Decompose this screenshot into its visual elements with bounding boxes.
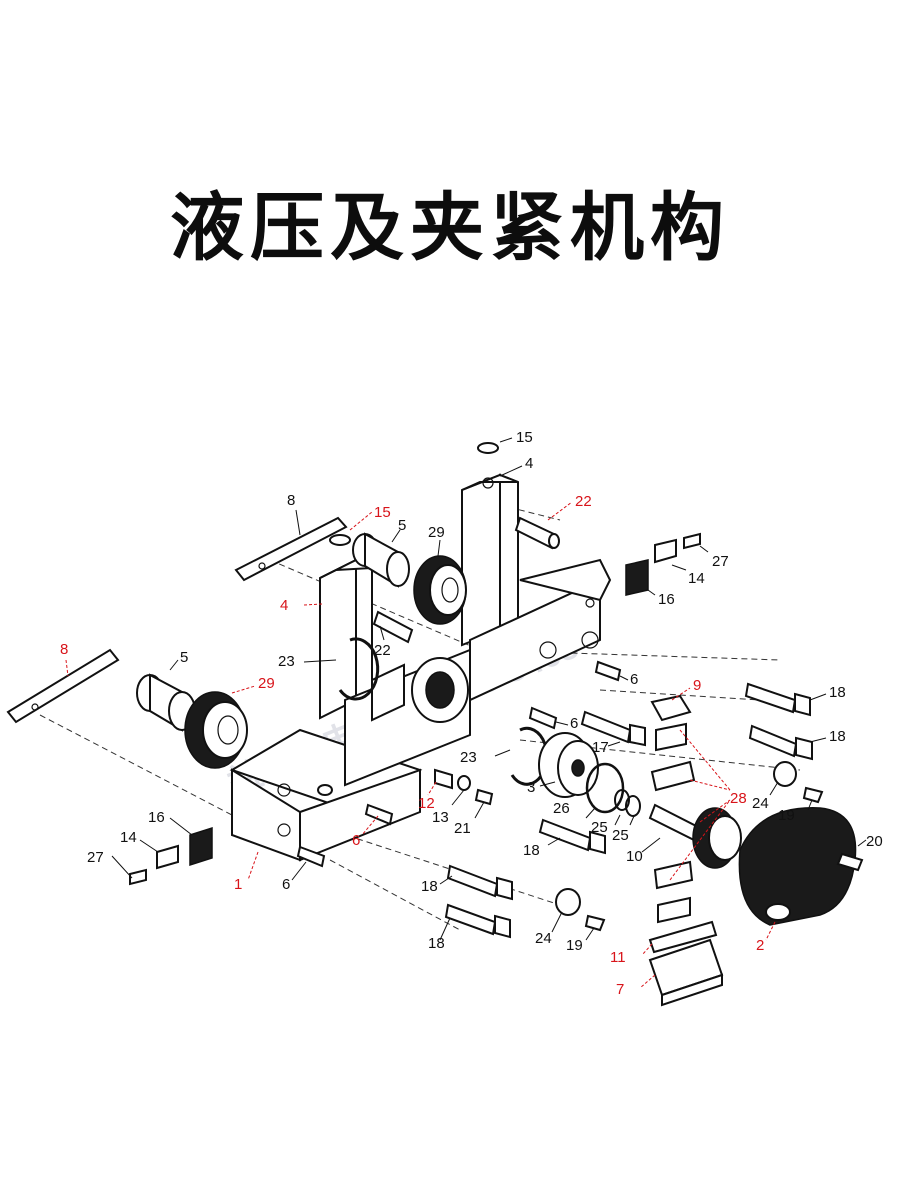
bearing-part-29-left [184, 691, 248, 769]
bearing-part-29-upper [413, 555, 467, 625]
callout-21: 21 [454, 820, 471, 837]
central-housing [344, 648, 471, 787]
callout-18: 18 [428, 935, 445, 952]
grip-pad-part-16-right [625, 559, 649, 596]
callout-18: 18 [829, 728, 846, 745]
callout-7: 7 [616, 981, 624, 998]
screw-part-19 [584, 786, 824, 932]
o-rings-part-25 [614, 789, 641, 817]
cylinder-cover-part-2 [738, 807, 857, 926]
circlip-part-23-upper [338, 637, 380, 701]
piston-part-3 [538, 732, 599, 798]
rail-part-8-upper [234, 516, 348, 582]
callout-1: 1 [234, 876, 242, 893]
pin-part-22-upper [514, 516, 560, 550]
washer-part-13 [457, 775, 471, 791]
callout-2: 2 [756, 937, 764, 954]
callout-labels: 15 4 22 8 15 5 29 27 14 16 4 23 22 8 5 2… [60, 429, 883, 998]
screw-part-27 [129, 532, 701, 886]
callout-14: 14 [120, 829, 137, 846]
callout-25: 25 [612, 827, 629, 844]
callout-20: 20 [866, 833, 883, 850]
right-column-part-4 [461, 473, 612, 702]
rail-part-8-lower [6, 648, 120, 724]
cap-part-15 [329, 442, 499, 546]
callout-14: 14 [688, 570, 705, 587]
callout-27: 27 [712, 553, 729, 570]
callout-9: 9 [693, 677, 701, 694]
fitting-part-12 [434, 768, 453, 790]
bolts-part-18 [444, 682, 813, 939]
callout-15: 15 [374, 504, 391, 521]
callout-24: 24 [752, 795, 769, 812]
jaw-part-11 [648, 920, 718, 954]
callout-8: 8 [287, 492, 295, 509]
callout-3: 3 [527, 779, 535, 796]
callout-16: 16 [148, 809, 165, 826]
main-body-part-1 [229, 558, 423, 862]
callout-19: 19 [778, 807, 795, 824]
callout-23: 23 [278, 653, 295, 670]
screw-part-20 [836, 852, 864, 872]
grip-pad-part-16-left [189, 826, 213, 867]
bushing-part-5-upper [352, 532, 410, 588]
callout-22: 22 [575, 493, 592, 510]
jaw-part-7 [648, 938, 724, 1007]
pin-part-22-lower [372, 610, 414, 644]
callout-6: 6 [282, 876, 290, 893]
callout-24: 24 [535, 930, 552, 947]
screw-part-21 [474, 788, 494, 806]
set-screws-part-6 [296, 660, 622, 868]
callout-18: 18 [421, 878, 438, 895]
callout-15: 15 [516, 429, 533, 446]
callout-23: 23 [460, 749, 477, 766]
jaw-parts-28 [650, 694, 696, 924]
seal-ring-part-26 [585, 762, 625, 814]
callout-28: 28 [730, 790, 747, 807]
page-title: 液压及夹紧机构 [170, 185, 730, 271]
callout-16: 16 [658, 591, 675, 608]
callout-6: 6 [570, 715, 578, 732]
callout-6: 6 [352, 832, 360, 849]
callout-29: 29 [428, 524, 445, 541]
callout-10: 10 [626, 848, 643, 865]
callout-29: 29 [258, 675, 275, 692]
callout-11: 11 [610, 949, 626, 966]
plate-part-14-left [156, 844, 179, 870]
callout-22: 22 [374, 642, 391, 659]
callout-5: 5 [180, 649, 188, 666]
callout-8: 8 [60, 641, 68, 658]
callout-6: 6 [630, 671, 638, 688]
callout-25: 25 [591, 819, 608, 836]
piston-rod-part-10 [648, 803, 742, 869]
callout-13: 13 [432, 809, 449, 826]
callout-19: 19 [566, 937, 583, 954]
callout-26: 26 [553, 800, 570, 817]
callout-27: 27 [87, 849, 104, 866]
callout-5: 5 [398, 517, 406, 534]
leader-lines [65, 437, 867, 989]
callout-18: 18 [829, 684, 846, 701]
callout-4: 4 [525, 455, 533, 472]
callout-4: 4 [280, 597, 288, 614]
plate-part-14-right [654, 538, 677, 564]
washer-part-24 [555, 761, 797, 916]
callout-17: 17 [592, 739, 609, 756]
callout-12: 12 [418, 795, 435, 812]
callout-18: 18 [523, 842, 540, 859]
